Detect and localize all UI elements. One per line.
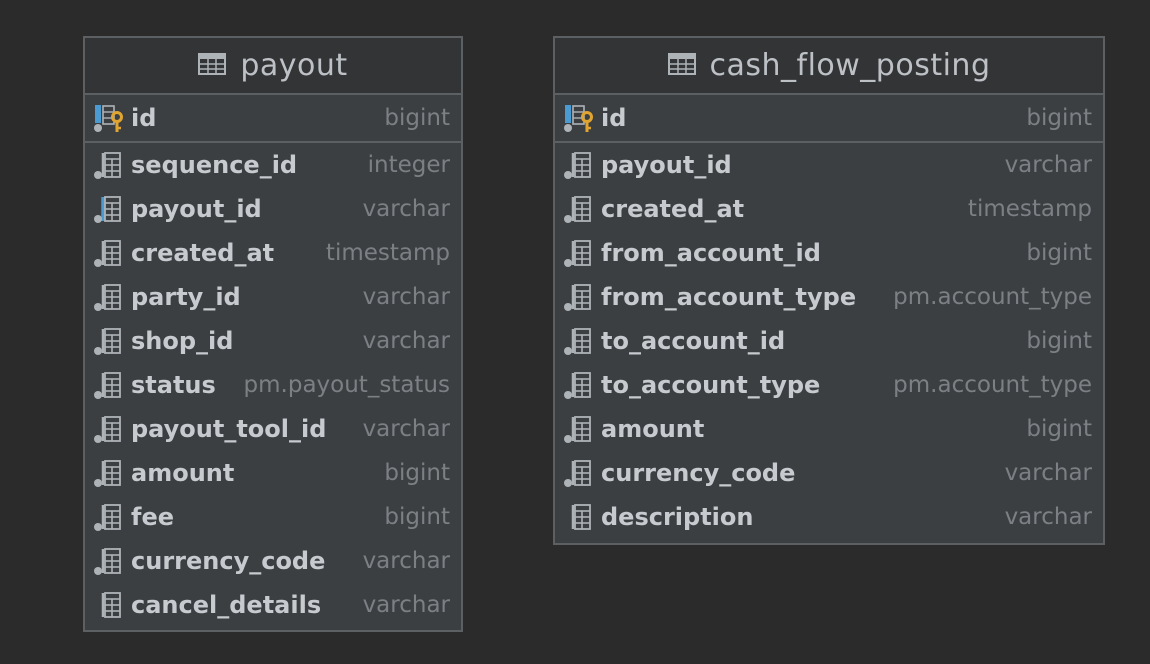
column-row[interactable]: description varchar: [555, 495, 1103, 539]
indexed-column-icon: [93, 194, 125, 224]
primary-key-row[interactable]: id bigint: [555, 95, 1103, 143]
column-icon: [93, 590, 125, 620]
nullable-column-icon: [563, 414, 595, 444]
column-name: sequence_id: [131, 151, 298, 179]
nullable-column-icon: [563, 282, 595, 312]
column-name: amount: [601, 415, 705, 443]
column-row[interactable]: fee bigint: [85, 495, 461, 539]
nullable-column-icon: [93, 502, 125, 532]
column-name: payout_id: [601, 151, 732, 179]
column-name: description: [601, 503, 754, 531]
column-type: varchar: [1004, 504, 1092, 530]
column-row[interactable]: created_at timestamp: [555, 187, 1103, 231]
column-name: created_at: [131, 239, 275, 267]
nullable-column-icon: [93, 238, 125, 268]
column-row[interactable]: cancel_details varchar: [85, 583, 461, 627]
column-row[interactable]: shop_id varchar: [85, 319, 461, 363]
column-type: varchar: [1004, 152, 1092, 178]
nullable-column-icon: [563, 458, 595, 488]
column-name: cancel_details: [131, 591, 322, 619]
column-name: from_account_id: [601, 239, 821, 267]
nullable-column-icon: [563, 326, 595, 356]
column-type: varchar: [362, 284, 450, 310]
nullable-column-icon: [93, 458, 125, 488]
nullable-column-icon: [93, 414, 125, 444]
column-row[interactable]: from_account_id bigint: [555, 231, 1103, 275]
column-type: bigint: [1026, 416, 1092, 442]
column-name: to_account_id: [601, 327, 786, 355]
column-row[interactable]: payout_id varchar: [555, 143, 1103, 187]
column-type: varchar: [362, 196, 450, 222]
column-row[interactable]: to_account_type pm.account_type: [555, 363, 1103, 407]
column-type: bigint: [1026, 105, 1092, 131]
column-type: varchar: [362, 416, 450, 442]
column-name: party_id: [131, 283, 241, 311]
column-row[interactable]: payout_tool_id varchar: [85, 407, 461, 451]
column-name: currency_code: [131, 547, 326, 575]
column-type: varchar: [362, 592, 450, 618]
column-row[interactable]: payout_id varchar: [85, 187, 461, 231]
column-type: pm.account_type: [893, 372, 1092, 398]
primary-key-row[interactable]: id bigint: [85, 95, 461, 143]
nullable-column-icon: [93, 282, 125, 312]
nullable-column-icon: [563, 370, 595, 400]
column-type: varchar: [1004, 460, 1092, 486]
column-name: currency_code: [601, 459, 796, 487]
column-icon: [563, 502, 595, 532]
column-row[interactable]: sequence_id integer: [85, 143, 461, 187]
column-type: pm.payout_status: [243, 372, 450, 398]
table-header: payout: [85, 38, 461, 95]
column-type: varchar: [362, 548, 450, 574]
column-name: created_at: [601, 195, 745, 223]
column-name: id: [601, 104, 627, 132]
column-row[interactable]: amount bigint: [555, 407, 1103, 451]
column-type: timestamp: [325, 240, 450, 266]
column-name: id: [131, 104, 157, 132]
column-type: varchar: [362, 328, 450, 354]
table-icon: [667, 52, 696, 79]
column-type: bigint: [384, 105, 450, 131]
column-row[interactable]: created_at timestamp: [85, 231, 461, 275]
nullable-column-icon: [93, 150, 125, 180]
column-name: to_account_type: [601, 371, 821, 399]
nullable-column-icon: [563, 238, 595, 268]
column-row[interactable]: amount bigint: [85, 451, 461, 495]
column-row[interactable]: status pm.payout_status: [85, 363, 461, 407]
column-type: bigint: [1026, 328, 1092, 354]
column-row[interactable]: currency_code varchar: [555, 451, 1103, 495]
column-type: bigint: [384, 504, 450, 530]
column-row[interactable]: party_id varchar: [85, 275, 461, 319]
column-type: bigint: [384, 460, 450, 486]
primary-key-icon: [93, 103, 125, 133]
nullable-column-icon: [93, 370, 125, 400]
column-type: timestamp: [967, 196, 1092, 222]
column-name: payout_id: [131, 195, 262, 223]
column-name: fee: [131, 503, 174, 531]
nullable-column-icon: [563, 150, 595, 180]
column-row[interactable]: from_account_type pm.account_type: [555, 275, 1103, 319]
table-title: cash_flow_posting: [709, 48, 991, 83]
column-name: amount: [131, 459, 235, 487]
column-row[interactable]: currency_code varchar: [85, 539, 461, 583]
primary-key-icon: [563, 103, 595, 133]
column-row[interactable]: to_account_id bigint: [555, 319, 1103, 363]
nullable-column-icon: [93, 546, 125, 576]
column-name: from_account_type: [601, 283, 857, 311]
table-header: cash_flow_posting: [555, 38, 1103, 95]
nullable-column-icon: [93, 326, 125, 356]
column-name: status: [131, 371, 216, 399]
table-icon: [198, 52, 227, 79]
column-type: pm.account_type: [893, 284, 1092, 310]
column-type: bigint: [1026, 240, 1092, 266]
column-name: shop_id: [131, 327, 234, 355]
table-title: payout: [240, 48, 348, 83]
column-type: integer: [367, 152, 450, 178]
column-name: payout_tool_id: [131, 415, 327, 443]
nullable-column-icon: [563, 194, 595, 224]
table-payout[interactable]: payout id bigint sequence_id integer payo…: [83, 36, 463, 632]
